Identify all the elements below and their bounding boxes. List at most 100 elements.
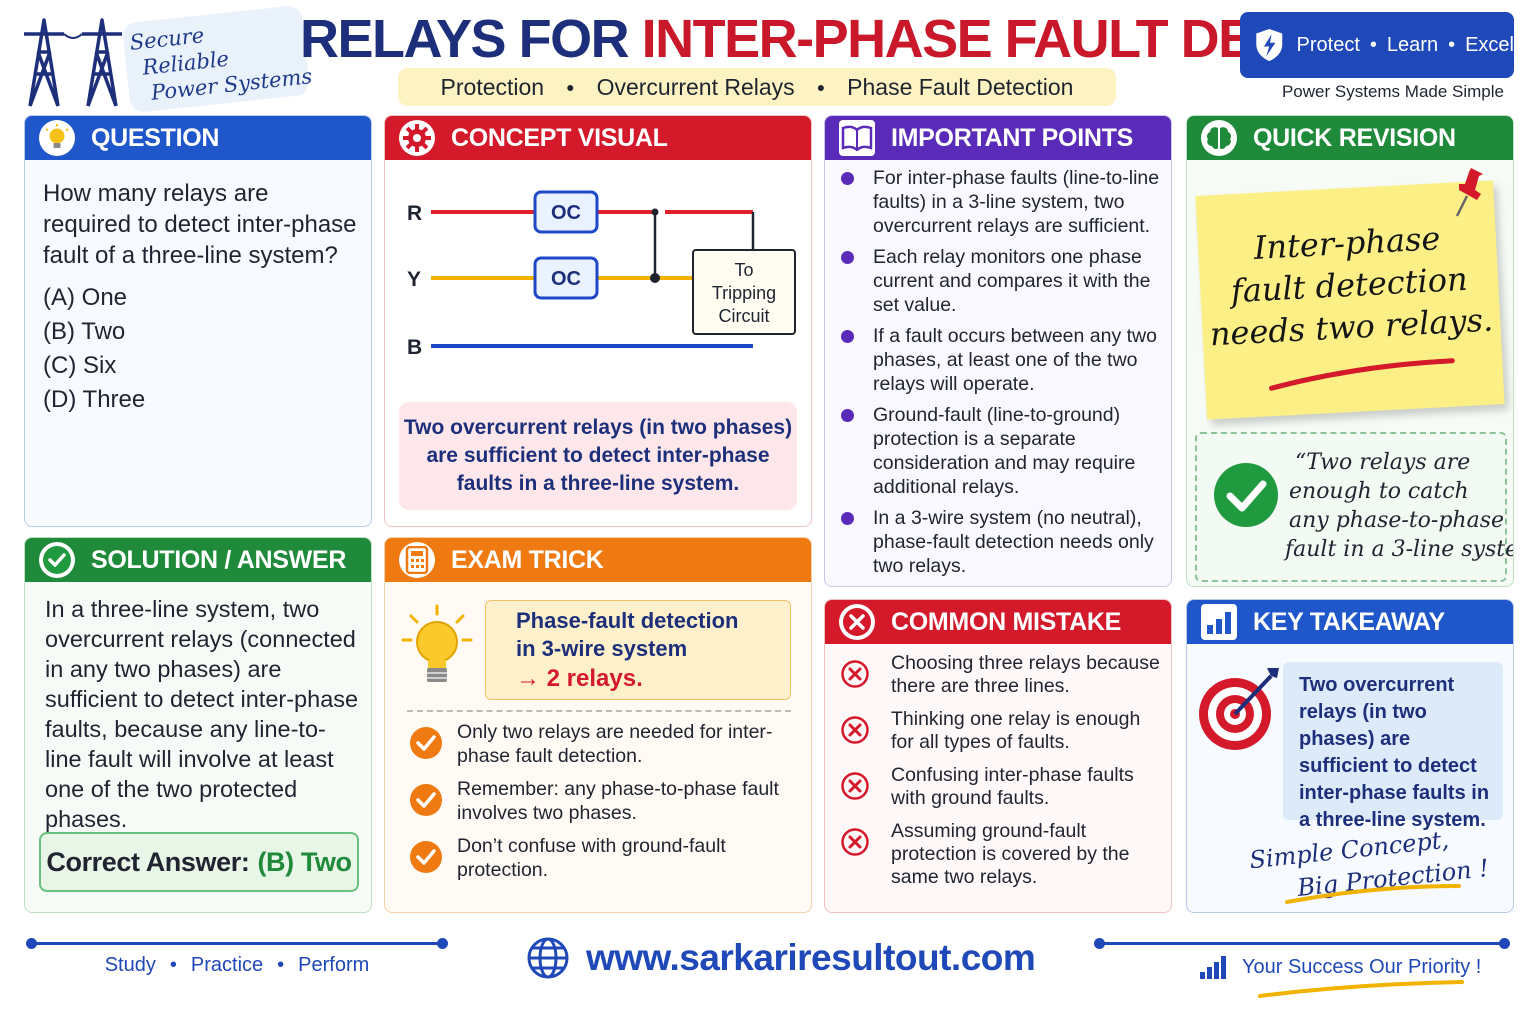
points-panel: IMPORTANT POINTS For inter-phase faults … (824, 115, 1172, 587)
badge-item: Protect (1296, 33, 1360, 56)
list-item: Confusing inter-phase faults with ground… (839, 764, 1161, 810)
relay-label: OC (551, 202, 581, 224)
trick-box-highlight: → 2 relays. (516, 665, 643, 692)
divider (407, 710, 791, 712)
option-b[interactable]: (B) Two (43, 318, 126, 345)
revision-header: QUICK REVISION (1187, 116, 1513, 160)
revision-panel: QUICK REVISION Inter-phase fault detecti… (1186, 115, 1514, 587)
footer-item: Perform (298, 954, 370, 976)
point-text: Ground-fault (line-to-ground) protection… (873, 404, 1136, 498)
list-item: Don’t confuse with ground-fault protecti… (407, 834, 797, 882)
option-c[interactable]: (C) Six (43, 352, 117, 379)
globe-icon (527, 937, 569, 979)
list-item: In a 3-wire system (no neutral), phase-f… (839, 506, 1161, 578)
list-item: If a fault occurs between any two phases… (839, 324, 1161, 396)
correct-answer-box: Correct Answer: (B) Two (39, 832, 359, 892)
footer-item: Study (104, 954, 156, 976)
question-heading: QUESTION (91, 123, 220, 152)
cross-icon (841, 828, 869, 856)
takeaway-header: KEY TAKEAWAY (1187, 600, 1513, 644)
footer-website[interactable]: www.sarkariresultout.com (526, 932, 1036, 984)
answer-value: (B) Two (257, 846, 352, 877)
mistake-item-text: Thinking one relay is enough for all typ… (891, 708, 1141, 753)
points-list: For inter-phase faults (line-to-line fau… (825, 160, 1171, 578)
point-text: Each relay monitors one phase current an… (873, 246, 1151, 316)
concept-note: Two overcurrent relays (in two phases) a… (399, 402, 797, 510)
option-d[interactable]: (D) Three (43, 386, 146, 413)
question-text: How many relays are required to detect i… (43, 180, 357, 269)
quote-line: fault in a 3-line system.” (1285, 537, 1513, 562)
list-item: Only two relays are needed for inter-pha… (407, 720, 797, 768)
revision-heading: QUICK REVISION (1253, 123, 1456, 152)
list-item: Choosing three relays because there are … (839, 652, 1161, 698)
title-part-1: RELAYS FOR (300, 9, 630, 69)
quote-line: “Two relays are (1295, 450, 1471, 475)
badge-item: Excel (1465, 33, 1514, 56)
footer-item: Practice (190, 954, 264, 976)
trick-item-text: Remember: any phase-to-phase fault invol… (457, 778, 779, 824)
mistake-item-text: Choosing three relays because there are … (891, 652, 1160, 697)
point-text: If a fault occurs between any two phases… (873, 325, 1157, 395)
checkmark-icon (1214, 463, 1278, 527)
page-title: RELAYS FOR INTER-PHASE FAULT DETECTION (300, 8, 1481, 70)
subtitle-bar: Protection ● Overcurrent Relays ● Phase … (398, 68, 1116, 106)
separator-dot: ● (816, 79, 826, 95)
solution-text: In a three-line system, two overcurrent … (45, 596, 359, 832)
checkmark-icon (39, 542, 75, 578)
separator-dot: • (1448, 33, 1456, 56)
footer-rule-left (26, 938, 448, 949)
trick-header: EXAM TRICK (385, 538, 811, 582)
header-badge: Protect • Learn • Excel (1240, 12, 1514, 78)
relay-box (533, 256, 599, 300)
footer-priority: Your Success Our Priority ! (1198, 954, 1481, 980)
mistake-panel: COMMON MISTAKE Choosing three relays bec… (824, 599, 1172, 913)
trick-box-line: Phase-fault detection (516, 608, 739, 633)
trick-heading: EXAM TRICK (451, 545, 604, 574)
quote-line: enough to catch (1289, 479, 1469, 504)
cross-icon (841, 716, 869, 744)
footer-motto: Study • Practice • Perform (30, 954, 444, 977)
mistake-header: COMMON MISTAKE (825, 600, 1171, 644)
mistake-heading: COMMON MISTAKE (891, 607, 1122, 636)
list-item: For inter-phase faults (line-to-line fau… (839, 166, 1161, 238)
list-item: Assuming ground-fault protection is cove… (839, 820, 1161, 889)
calculator-icon (399, 542, 435, 578)
solution-heading: SOLUTION / ANSWER (91, 545, 347, 574)
success-text: Your Success Our Priority ! (1242, 955, 1482, 978)
solution-panel: SOLUTION / ANSWER In a three-line system… (24, 537, 372, 913)
mistake-item-text: Confusing inter-phase faults with ground… (891, 764, 1134, 809)
list-item: Remember: any phase-to-phase fault invol… (407, 777, 797, 825)
trip-label-line: Circuit (718, 306, 769, 326)
book-icon (839, 120, 875, 156)
phase-label-y: Y (407, 268, 421, 291)
checkmark-icon (410, 784, 442, 816)
bar-chart-icon (1201, 604, 1237, 640)
separator-dot: • (277, 954, 285, 976)
option-a[interactable]: (A) One (43, 284, 128, 311)
transmission-tower-icon (24, 18, 122, 107)
trick-highlight-box: Phase-fault detection in 3-wire system →… (485, 600, 791, 700)
answer-label: Correct Answer: (46, 846, 250, 877)
header-brand: Secure Reliable Power Systems (22, 4, 313, 114)
relay-box (533, 190, 599, 234)
website-link[interactable]: www.sarkariresultout.com (586, 937, 1036, 978)
mistake-item-text: Assuming ground-fault protection is cove… (891, 820, 1130, 888)
pushpin-icon (1455, 168, 1483, 217)
answer-options: (A) One (B) Two (C) Six (D) Three (25, 271, 371, 427)
separator-dot: ● (566, 79, 575, 95)
relay-label: OC (551, 268, 581, 290)
separator-dot: • (169, 954, 177, 976)
bar-chart-icon (1200, 956, 1226, 979)
trick-panel: EXAM TRICK Phase-fault detection in 3-wi… (384, 537, 812, 913)
yellow-underline (1258, 980, 1464, 998)
question-header: QUESTION (25, 116, 371, 160)
list-item: Thinking one relay is enough for all typ… (839, 708, 1161, 754)
red-underline (1269, 358, 1455, 391)
tagline-card: Secure Reliable Power Systems (121, 4, 313, 114)
concept-heading: CONCEPT VISUAL (451, 123, 668, 152)
phase-label-r: R (407, 202, 422, 225)
relay-circuit-diagram: R Y B OC OC To Tripping Circuit (407, 190, 796, 359)
trick-box-line: in 3-wire system (516, 636, 688, 661)
trick-item-text: Only two relays are needed for inter-pha… (457, 721, 773, 767)
lightbulb-icon (401, 604, 473, 682)
